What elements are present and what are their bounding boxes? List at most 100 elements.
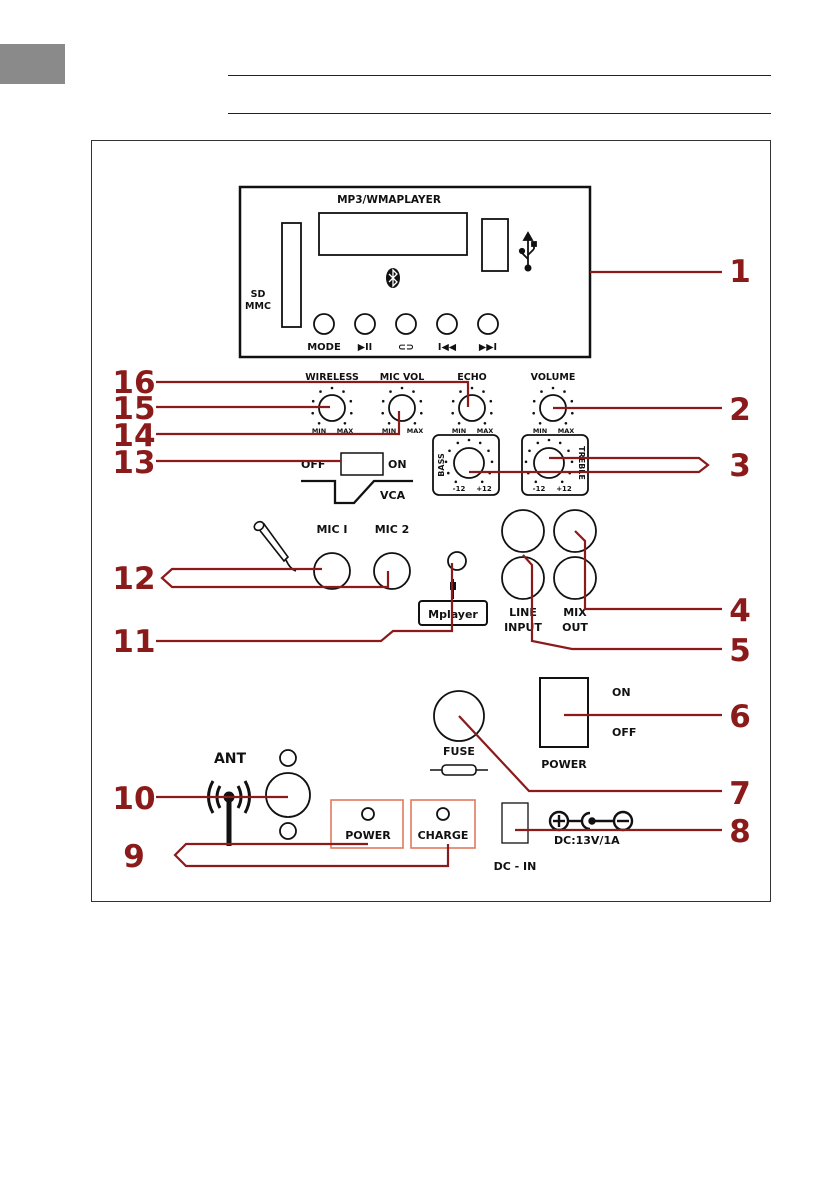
callout-lines xyxy=(156,272,722,866)
diagram-canvas: MP3/WMAPLAYER SD MMC MODE ▶II ⊂⊃ I◀◀ ▶▶I xyxy=(92,141,771,902)
knob-scale-dot xyxy=(552,387,555,390)
knob-scale-dot xyxy=(342,390,345,393)
power-off-label: OFF xyxy=(612,726,636,739)
header-rule-top xyxy=(228,75,771,76)
knob-scale-dot xyxy=(525,461,528,464)
next-button[interactable] xyxy=(478,314,498,334)
callout-line-16 xyxy=(156,382,468,407)
antenna-label: ANT xyxy=(214,751,247,767)
callout-10: 10 xyxy=(112,781,155,817)
knob-scale-dot xyxy=(350,412,353,415)
callout-line-5 xyxy=(523,555,722,649)
mp3-player-module: MP3/WMAPLAYER SD MMC MODE ▶II ⊂⊃ I◀◀ ▶▶I xyxy=(240,187,590,357)
callout-4: 4 xyxy=(729,593,751,629)
callout-1: 1 xyxy=(729,254,751,290)
knob-scale-dot xyxy=(420,412,423,415)
bass-label: BASS xyxy=(437,453,446,477)
vca-label: VCA xyxy=(380,489,406,502)
knob-scale-dot xyxy=(540,390,543,393)
previous-button[interactable] xyxy=(437,314,457,334)
antenna-connector[interactable] xyxy=(266,773,310,817)
dc-in-port[interactable] xyxy=(502,803,528,843)
mic1-label: MIC I xyxy=(316,523,347,536)
mic1-jack[interactable] xyxy=(314,553,350,589)
knob-scale-dot xyxy=(388,422,391,425)
knob-scale-dot xyxy=(491,461,494,464)
mix-out-jack-bottom[interactable] xyxy=(554,557,596,599)
knob-scale-dot xyxy=(471,387,474,390)
vca-slider[interactable] xyxy=(341,453,383,475)
echo-min-label: MIN xyxy=(452,427,466,435)
knob-scale-dot xyxy=(561,481,564,484)
bluetooth-icon xyxy=(386,268,400,288)
knob-scale-dot xyxy=(451,412,454,415)
knob-scale-dot xyxy=(381,412,384,415)
charge-led: CHARGE xyxy=(411,800,475,848)
knob-scale-dot xyxy=(457,442,460,445)
volume-knob[interactable] xyxy=(532,387,573,425)
mplayer-label: Mplayer xyxy=(428,608,478,621)
knob-scale-dot xyxy=(459,390,462,393)
mic2-jack[interactable] xyxy=(374,553,410,589)
treble-control: TREBLE -12 +12 xyxy=(522,435,588,495)
power-led-label: POWER xyxy=(345,829,391,842)
callout-line-14 xyxy=(156,411,399,434)
power-switch[interactable] xyxy=(540,678,588,747)
knob-scale-dot xyxy=(571,400,574,403)
knob-scale-dot xyxy=(565,422,568,425)
header-rule-bottom xyxy=(228,113,771,114)
knob-scale-dot xyxy=(490,400,493,403)
knob-scale-dot xyxy=(312,400,315,403)
mix-out-label-1: MIX xyxy=(563,606,587,619)
knob-scale-dot xyxy=(539,422,542,425)
usb-port[interactable] xyxy=(482,219,508,271)
play-pause-button[interactable] xyxy=(355,314,375,334)
callout-12: 12 xyxy=(112,561,155,597)
knob-scale-dot xyxy=(447,472,450,475)
wireless-knob[interactable] xyxy=(311,387,352,425)
callout-8: 8 xyxy=(729,814,751,850)
power-on-label: ON xyxy=(612,686,631,699)
knob-scale-dot xyxy=(350,400,353,403)
bass-control: BASS -12 +12 xyxy=(433,435,499,495)
mode-button[interactable] xyxy=(314,314,334,334)
repeat-button[interactable] xyxy=(396,314,416,334)
next-label: ▶▶I xyxy=(479,342,497,353)
knob-scale-dot xyxy=(481,481,484,484)
fuse-icon xyxy=(430,765,488,775)
knob-scale-dot xyxy=(412,390,415,393)
knob-scale-dot xyxy=(455,481,458,484)
aux-jack[interactable] xyxy=(448,552,466,570)
vca-on-label: ON xyxy=(388,458,407,471)
knob-scale-dot xyxy=(468,439,471,442)
treble-minus-label: -12 xyxy=(533,485,546,493)
bass-plus-label: +12 xyxy=(476,485,492,493)
volume-max-label: MAX xyxy=(558,427,575,435)
knob-scale-dot xyxy=(537,442,540,445)
bass-minus-label: -12 xyxy=(453,485,466,493)
power-led: POWER xyxy=(331,800,403,848)
sd-card-slot[interactable] xyxy=(282,223,301,327)
fuse-label: FUSE xyxy=(443,745,475,758)
rear-panel-diagram: MP3/WMAPLAYER SD MMC MODE ▶II ⊂⊃ I◀◀ ▶▶I xyxy=(91,140,771,902)
mic-vol-knob[interactable] xyxy=(381,387,422,425)
antenna-screw-top xyxy=(280,750,296,766)
echo-knob[interactable] xyxy=(451,387,492,425)
knob-scale-dot xyxy=(484,422,487,425)
callout-line-9 xyxy=(175,844,448,866)
knob-scale-dot xyxy=(414,422,417,425)
sd-label: SD xyxy=(251,289,266,300)
knob-scale-dot xyxy=(535,481,538,484)
knob-scale-dot xyxy=(571,461,574,464)
knob-scale-dot xyxy=(319,390,322,393)
polarity-icon xyxy=(550,812,632,830)
power-switch-label: POWER xyxy=(541,758,587,771)
line-input-label-2: INPUT xyxy=(504,621,542,634)
knob-scale-dot xyxy=(532,412,535,415)
knob-scale-dot xyxy=(331,387,334,390)
play-pause-label: ▶II xyxy=(358,342,372,353)
callout-line-12 xyxy=(162,569,388,587)
line-input-jack-top[interactable] xyxy=(502,510,544,552)
volume-label: VOLUME xyxy=(531,372,576,383)
line-input-jack-bottom[interactable] xyxy=(502,557,544,599)
